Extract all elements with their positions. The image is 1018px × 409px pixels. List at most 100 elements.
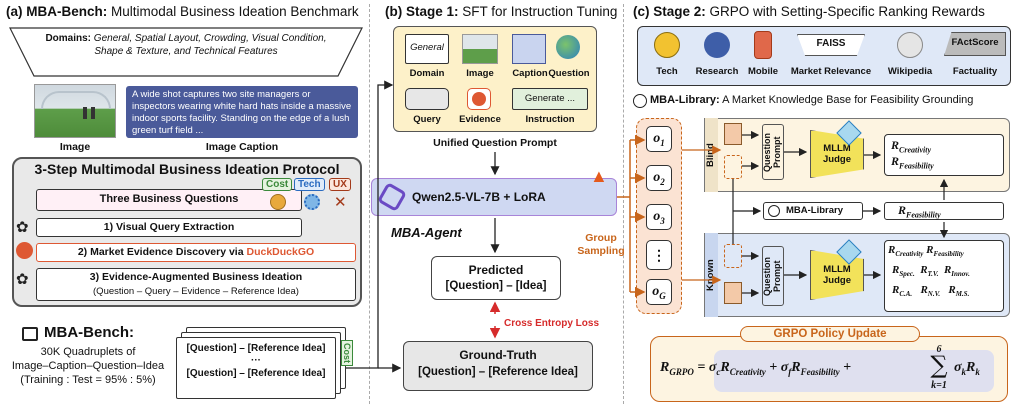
generate-cell [512,88,588,110]
known-rewards-row2: RSpec. RT.V. RInnov. [892,264,970,279]
image-cell-label: Image [466,68,494,79]
known-question-prompt [762,246,784,306]
library-title: MBA-Library: A Market Knowledge Base for… [650,94,974,106]
library-box-label: MBA-Library [786,205,844,216]
panel-b-title: (b) Stage 1: SFT for Instruction Tuning [385,4,618,19]
generate-text: Generate ... [524,93,576,104]
caption-box: A wide shot captures two site managers o… [126,86,358,138]
bench-line1: 30K Quadruplets of [40,346,136,358]
card-tag-cost: Cost [341,340,353,366]
step3-sub: (Question – Query – Evidence – Reference… [93,286,299,297]
known-doc-1 [724,244,742,268]
loss-label: Cross Entropy Loss [504,318,600,329]
question-cell-label: Question [548,68,590,79]
wikipedia-icon [897,32,923,58]
domain-cell [405,34,449,64]
sum-term: σkRk [954,360,980,377]
output-o3: o3 [646,204,672,230]
tool-mobile: Mobile [747,66,779,77]
faiss-label: FAISS [816,38,846,49]
step1-box [36,218,302,237]
middle-r-feasibility: RFeasibility [898,203,941,220]
panel-a-title: (a) MBA-Bench: Multimodal Business Ideat… [6,4,359,19]
known-rewards-row3: RC.A. RN.V. RM.S. [892,284,970,299]
blind-question-prompt [762,124,784,180]
groundtruth-box [403,341,593,391]
predicted-body: [Question] – [Idea] [445,280,547,292]
output-o2: o2 [646,165,672,191]
blind-reward-box [884,134,1004,176]
step2-label: 2) Market Evidence Discovery via DuckDuc… [77,246,315,258]
middle-reward-box [884,202,1004,220]
three-questions-box [36,189,302,211]
bench-line3: (Training : Test = 95% : 5%) [20,374,156,386]
caption-cell [512,34,546,64]
three-questions-label: Three Business Questions [99,193,239,205]
known-reward-box [884,240,1004,312]
card-line2: [Question] – [Reference Idea] [186,368,326,379]
blind-r-creativity: RCreativity [891,138,932,155]
output-ellipsis: ⋮ [646,240,672,270]
groundtruth-body: [Question] – [Reference Idea] [418,366,578,378]
book-icon [22,327,38,341]
panel-c-title: (c) Stage 2: GRPO with Setting-Specific … [633,4,985,19]
known-judge-label: MLLM Judge [823,264,851,286]
evidence-label: Evidence [459,114,501,125]
library-box-globe [768,205,780,217]
tool-factuality: Factuality [952,66,998,77]
caption-cell-label: Caption [512,68,548,79]
model-box [371,178,617,216]
policy-title: GRPO Policy Update [740,326,920,342]
step2-box [36,243,356,262]
sum-top: 6 [936,344,942,355]
reference-idea-card [176,337,336,399]
domains-text: Domains: General, Spatial Layout, Crowdi… [45,33,327,57]
factscore-icon [944,32,1006,56]
step3-title: 3) Evidence-Augmented Business Ideation [89,271,303,283]
predicted-title: Predicted [468,263,524,277]
divider-ab [369,4,370,404]
fire-icon: ▲ [590,166,608,186]
output-o1: o1 [646,126,672,152]
protocol-title: 3-Step Multimodal Business Ideation Prot… [34,161,340,177]
tool-wikipedia: Wikipedia [887,66,933,77]
research-icon [704,32,730,58]
stadium-image [34,84,116,138]
blind-doc-1 [724,123,742,145]
blind-r-feasibility: RFeasibility [891,154,934,171]
library-box [763,202,863,220]
openai-icon: ✿ [16,219,29,236]
factscore-label: FActScore [951,37,999,48]
duckduckgo-icon [16,242,33,259]
known-doc-2 [724,282,742,304]
mobile-icon [754,31,772,59]
library-globe-icon [633,94,647,108]
tool-research: Research [695,66,739,77]
model-label: Qwen2.5-VL-7B + LoRA [412,190,546,204]
coin-icon [270,194,286,210]
tag-tech: Tech [294,178,325,191]
step1-label: 1) Visual Query Extraction [103,221,235,233]
card-dots: ··· [251,355,261,366]
bench-name: MBA-Bench: [44,324,134,341]
openai-icon-2: ✿ [16,271,29,288]
unified-label: Unified Question Prompt [433,137,557,149]
globe-icon [556,35,580,59]
instruction-label: Instruction [525,114,575,125]
known-rewards-row1: RCreativity RFeasibility [888,244,964,259]
domains-funnel [9,27,363,77]
caption-label: Image Caption [205,141,279,153]
predicted-box [431,256,561,300]
group-sampling-label: Group Sampling [577,232,625,257]
tech-icon [654,32,680,58]
agent-label: MBA-Agent [391,225,462,240]
tool-tech: Tech [656,66,678,77]
bench-line2: Image–Caption–Question–Idea [11,360,165,372]
groundtruth-title: Ground-Truth [459,348,537,362]
evidence-icon [467,88,491,110]
step3-box [36,268,356,301]
divider-bc [623,4,624,404]
blind-judge-label: MLLM Judge [823,143,851,165]
card-line1: [Question] – [Reference Idea] [186,343,326,354]
